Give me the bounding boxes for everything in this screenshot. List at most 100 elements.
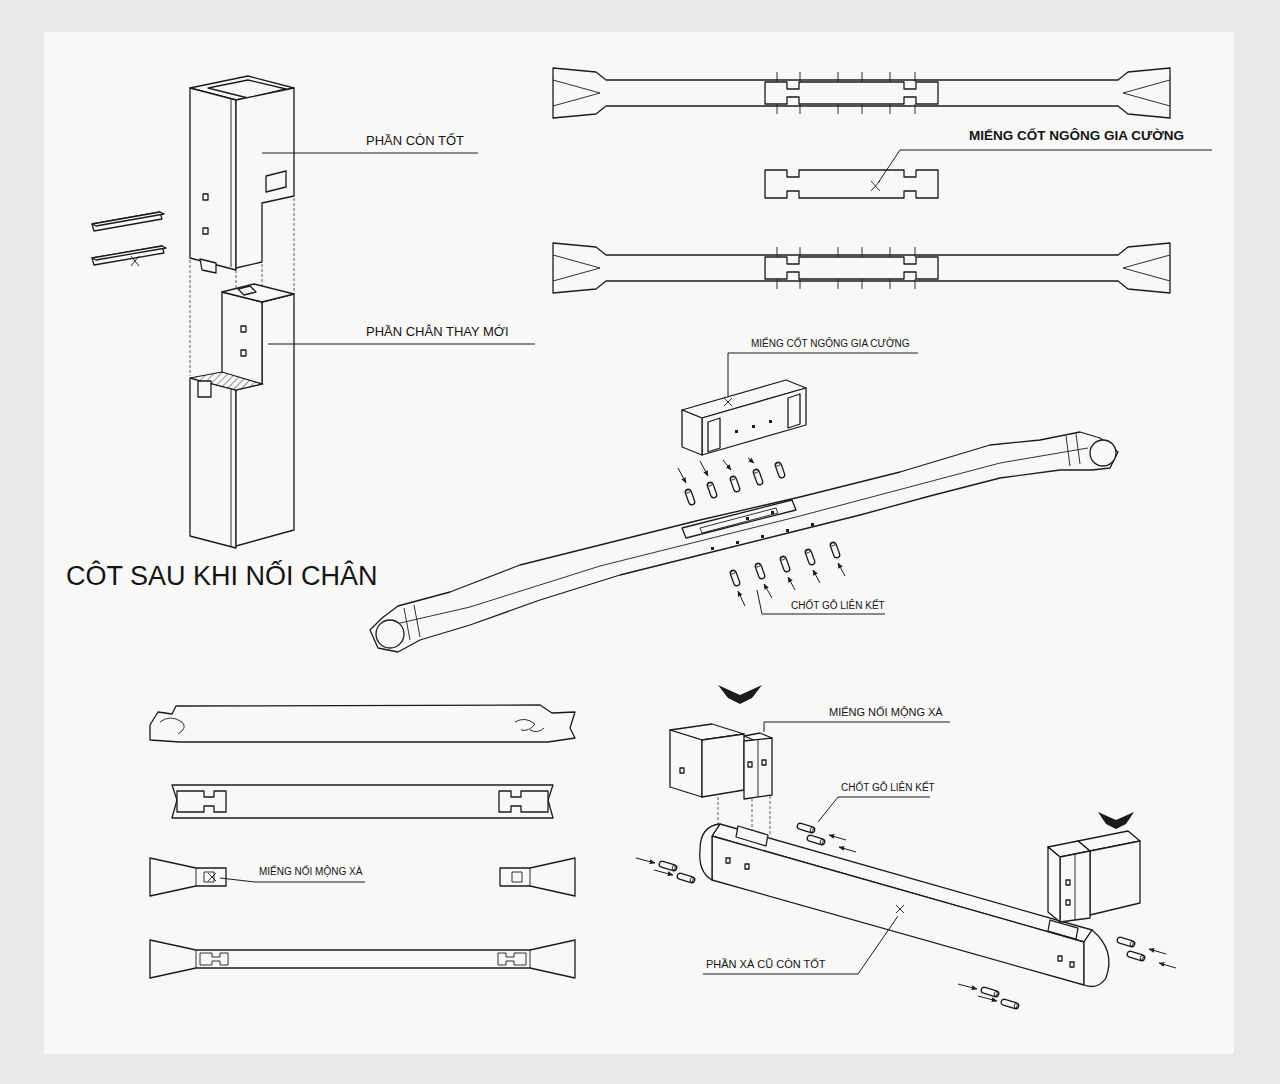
leader-tick [131, 256, 139, 266]
insert-arrow [748, 458, 754, 463]
peg-hole [726, 858, 730, 863]
peg-hole [680, 768, 684, 773]
key-pieces [92, 212, 166, 266]
old-beam [700, 824, 1109, 986]
pin-ticks [777, 72, 915, 114]
wood-pin [774, 461, 785, 478]
wood-pin [829, 541, 840, 558]
pins-lower-row [729, 541, 845, 606]
insert-arrow [958, 984, 977, 989]
insert-arrow [700, 461, 708, 476]
insert-arrow [788, 577, 795, 590]
leader-line [703, 916, 898, 974]
insert-arrow [654, 870, 673, 875]
end-joint [553, 80, 1170, 106]
tenon-top [222, 284, 294, 302]
wood-pin [804, 548, 815, 565]
part-label: MIẾNG CỐT NGÔNG GIA CƯỜNG [968, 129, 1185, 144]
end-mortise [499, 791, 548, 812]
peg-hole [1058, 956, 1062, 961]
insert-arrow [838, 563, 845, 576]
scroll-ring [1066, 434, 1080, 466]
peg-hole [711, 547, 714, 550]
beam-end [1084, 930, 1109, 986]
part-label: MIẾNG CỐT NGÔNG GIA CƯỜNG [750, 338, 911, 349]
slot [682, 500, 796, 538]
side-face [190, 378, 236, 548]
wood-pin [981, 987, 1000, 998]
insert-arrow [678, 468, 686, 483]
tenon-notch [512, 872, 522, 882]
placement-chevron [1098, 812, 1134, 829]
beam-elevation-1 [553, 68, 1170, 118]
wood-pin [729, 475, 740, 492]
beam-elevation-3 [553, 243, 1170, 293]
peg-hole [762, 760, 766, 765]
peg-hole [769, 420, 772, 423]
wood-pin [1117, 937, 1136, 948]
insert-arrow [813, 570, 820, 583]
beam-outline [150, 940, 575, 978]
tenon-side [1048, 847, 1060, 922]
part-label: CHỐT GỖ LIÊN KẾT [790, 600, 886, 611]
peg-hole [203, 228, 208, 234]
beam-joint-piece-left [670, 685, 772, 834]
beam-joint-piece-right [1048, 812, 1140, 922]
leader-line [764, 722, 950, 732]
beam-outline [172, 785, 553, 818]
peg-hole [811, 523, 814, 526]
end-notch [708, 418, 720, 452]
column-lower-piece [190, 284, 294, 548]
figure-caption: CÔT SAU KHI NỐI CHÂN [65, 562, 379, 592]
peg-hole [771, 511, 774, 514]
insert-arrow [723, 460, 731, 470]
mortise-notch [266, 171, 286, 192]
drop-lines [718, 796, 770, 834]
beam-cut [172, 785, 553, 818]
inset-key [765, 82, 938, 104]
scroll-ring [404, 605, 420, 640]
front-face [236, 88, 294, 268]
part-label: PHẦN XÀ CŨ CÒN TỐT [705, 958, 827, 970]
block-front [702, 734, 744, 797]
block-front [702, 388, 806, 455]
peg-hole [736, 541, 739, 544]
column-upper-piece [190, 76, 294, 273]
joint-line [196, 950, 530, 968]
beam-repaired [150, 940, 575, 978]
wood-pin [1001, 999, 1020, 1010]
block-side [670, 730, 702, 797]
part-label: PHẦN CHÂN THAY MỚI [365, 325, 510, 339]
mortise-notch [198, 381, 211, 397]
key-outline [765, 170, 938, 198]
key-stick-top [92, 212, 164, 226]
wood-pin [1127, 951, 1146, 962]
wood-pin [684, 488, 695, 505]
insert-arrow [839, 847, 856, 852]
block-end [682, 410, 702, 455]
wood-pin [797, 823, 816, 834]
part-label: PHẦN CÒN TỐT [365, 134, 465, 148]
beam-end [700, 824, 720, 880]
reinforcement-block [682, 380, 806, 455]
dashed-line [294, 198, 295, 292]
beam-damaged [150, 705, 575, 742]
key-stick-top [92, 246, 166, 260]
inset-tenon [200, 953, 228, 965]
tenon-notch [758, 740, 759, 797]
decay-marks [160, 718, 544, 734]
peg-hole [745, 864, 749, 869]
scroll-end [1090, 440, 1116, 466]
wood-pin [754, 562, 765, 579]
inset-key [765, 257, 938, 279]
front-face [236, 294, 294, 546]
peg-hole [1066, 900, 1070, 905]
block-front [1090, 841, 1140, 915]
tenon-notch [1075, 854, 1076, 920]
key-piece-elevation [765, 170, 938, 198]
beam-outline [553, 243, 1170, 293]
wood-pin [677, 873, 696, 884]
peg-hole [1070, 962, 1074, 967]
wood-pin [752, 468, 763, 485]
part-label: MIẾNG NỐI MỘNG XÀ [258, 866, 363, 877]
